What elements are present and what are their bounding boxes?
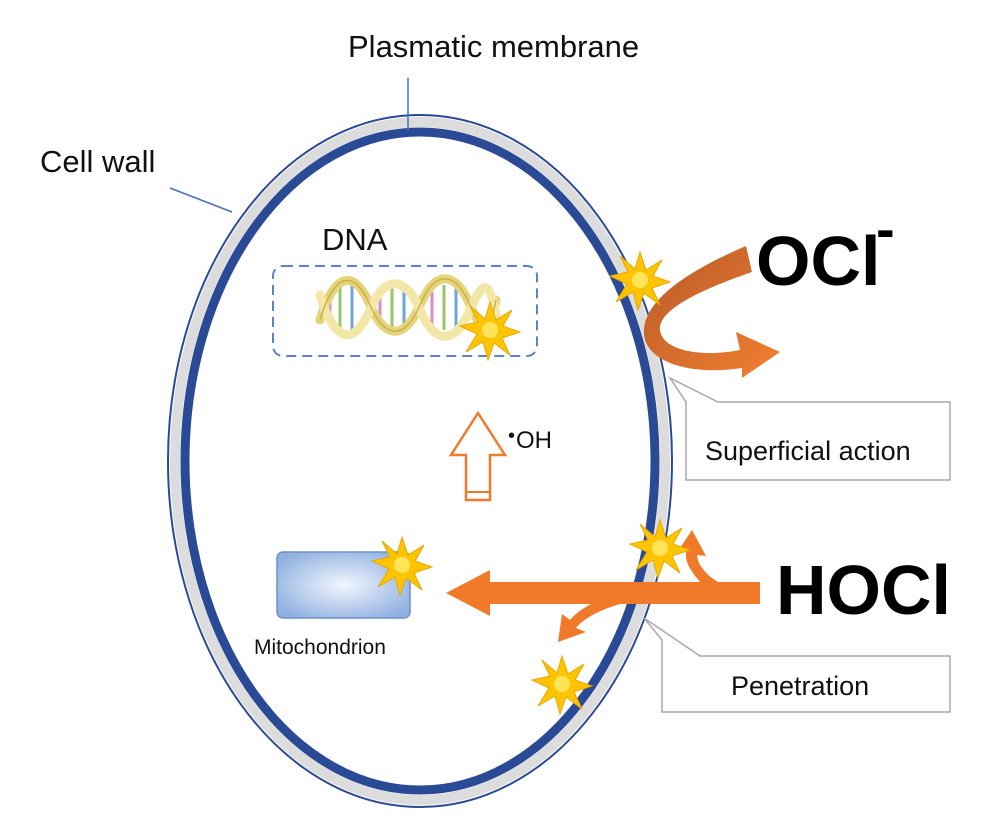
hydroxyl-radical-label: OH — [516, 427, 552, 454]
penetration-label: Penetration — [731, 671, 869, 701]
penetration-callout: Penetration — [643, 617, 951, 713]
mitochondrion-label: Mitochondrion — [254, 636, 386, 659]
mitochondrion: Mitochondrion — [254, 536, 433, 659]
ocl-charge: - — [876, 197, 895, 260]
dna-region: DNA — [272, 222, 538, 361]
plasmatic-membrane-label: Plasmatic membrane — [348, 29, 639, 64]
ocl-arrow — [643, 246, 780, 378]
superficial-action-callout: Superficial action — [667, 376, 951, 481]
hydroxyl-radical-dot: • — [508, 425, 515, 447]
cell-wall-leader-line — [169, 187, 233, 213]
cell — [167, 114, 673, 808]
up-arrow-icon — [448, 410, 508, 502]
cell-wall-layer — [170, 117, 670, 805]
superficial-action-label: Superficial action — [705, 436, 911, 466]
cell-wall-label: Cell wall — [40, 144, 155, 179]
plasmatic-membrane — [180, 127, 660, 795]
ocl-label: OCl — [756, 222, 880, 300]
hocl-label: HOCl — [776, 551, 951, 629]
dna-helix-icon — [315, 274, 501, 341]
hocl-arrow — [446, 530, 760, 642]
dna-dashed-box — [272, 265, 538, 357]
dna-label: DNA — [322, 222, 388, 257]
